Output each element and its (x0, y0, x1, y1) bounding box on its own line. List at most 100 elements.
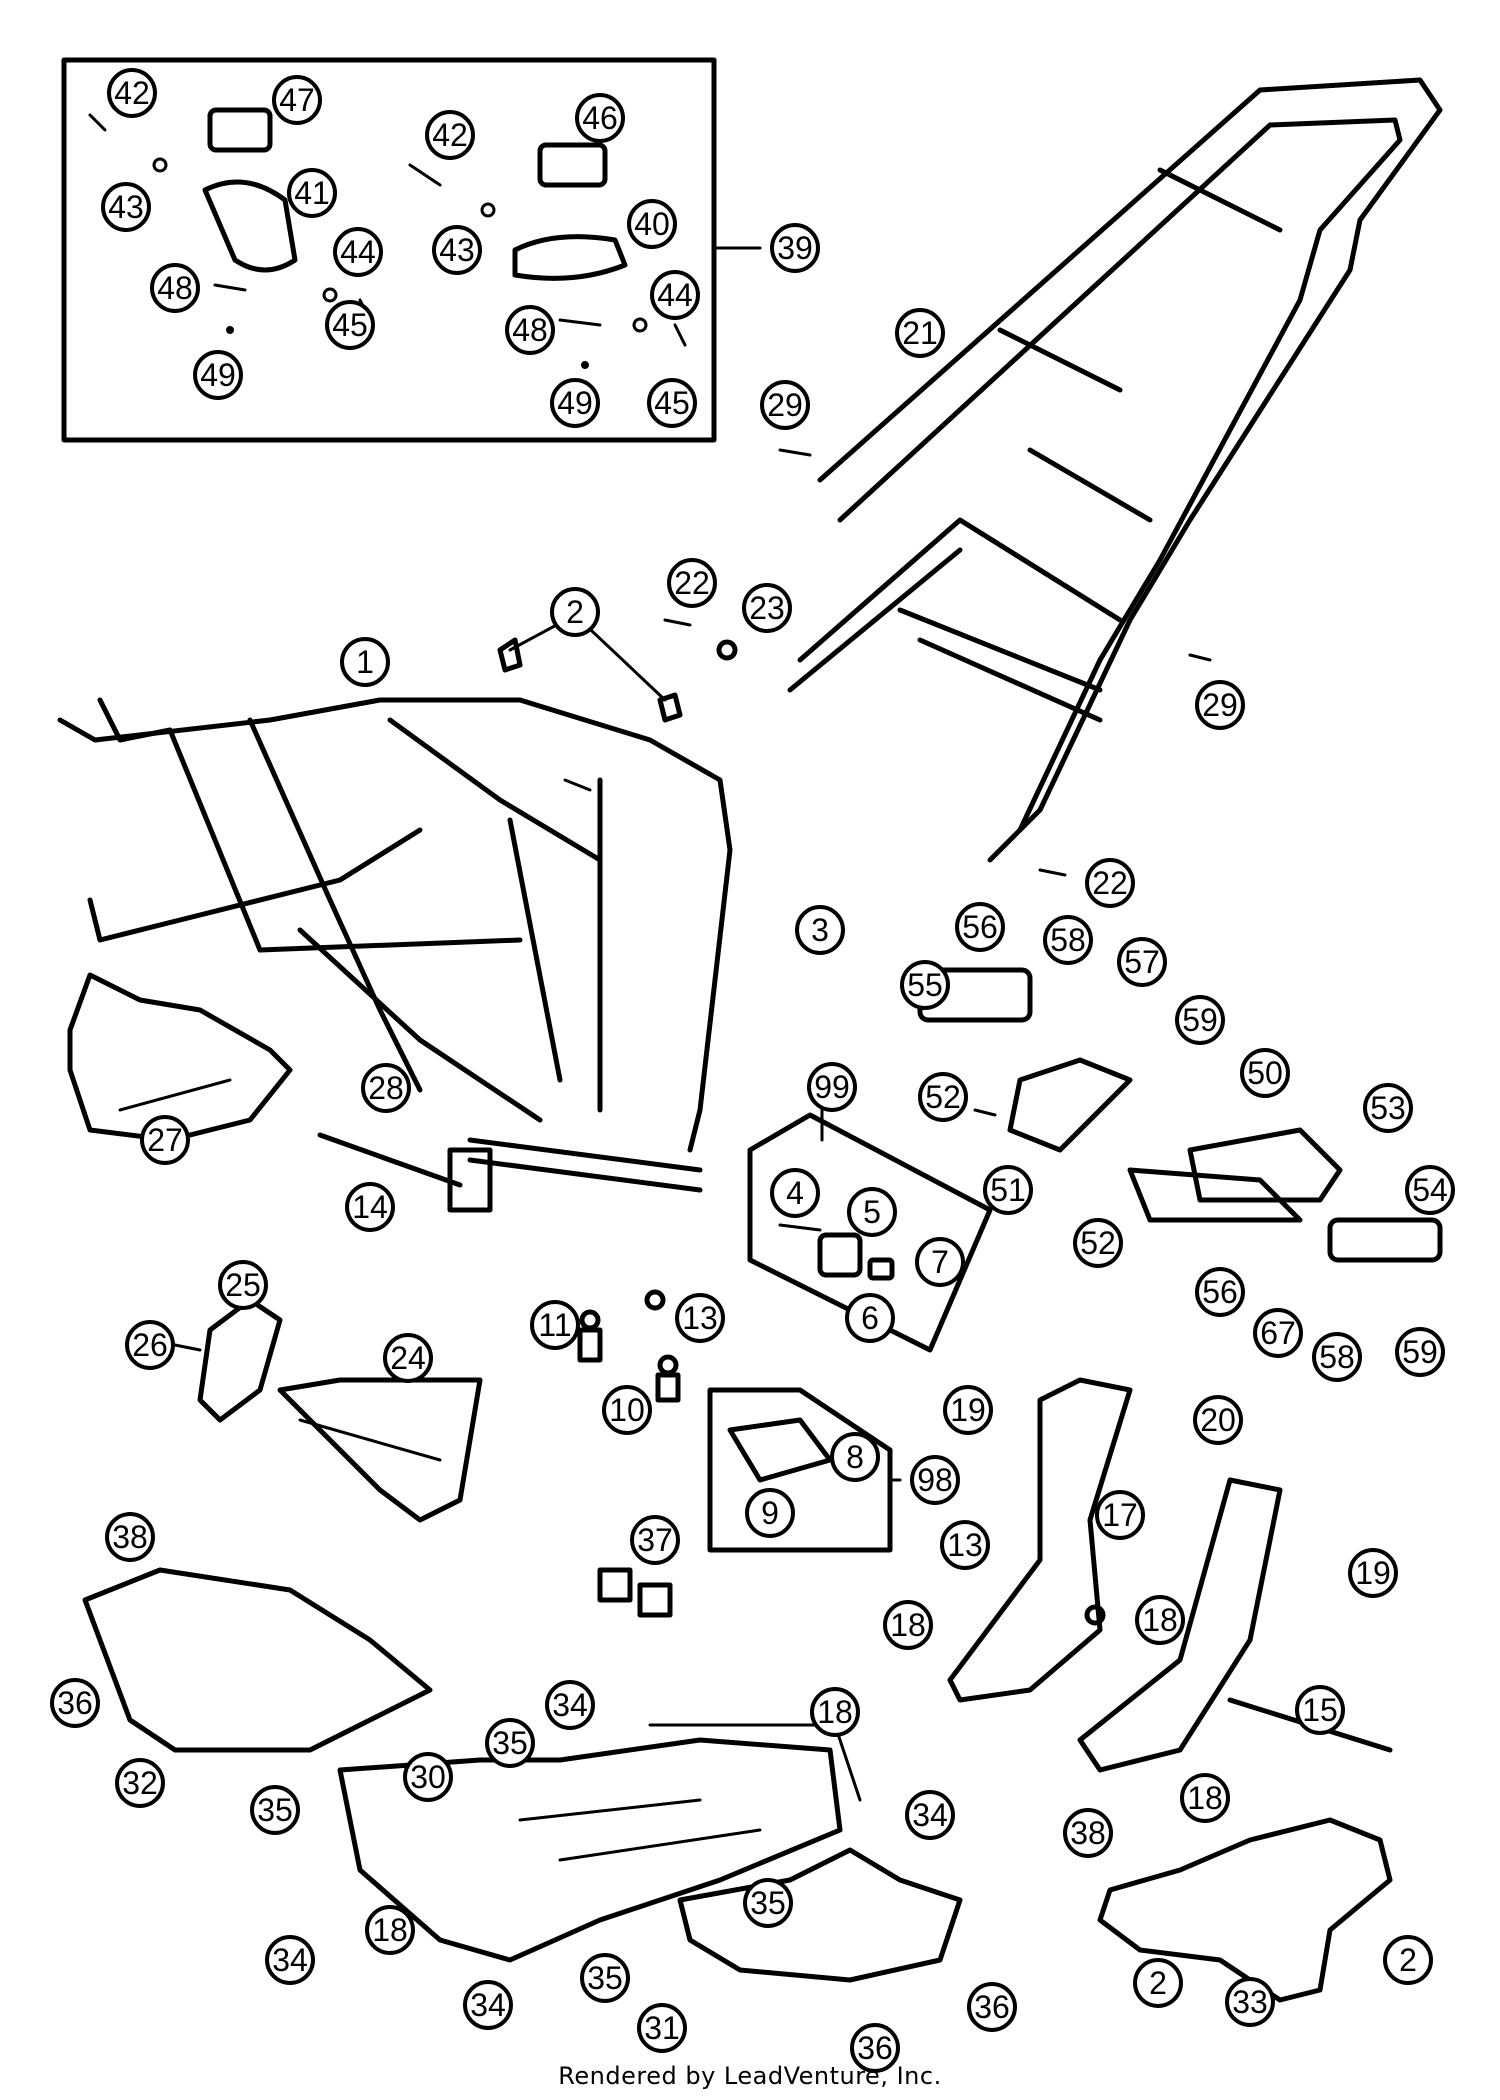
callout-47[interactable]: 47 (272, 75, 322, 125)
callout-34-b[interactable]: 34 (905, 1790, 955, 1840)
callout-55[interactable]: 55 (900, 960, 950, 1010)
callout-27[interactable]: 27 (140, 1115, 190, 1165)
callout-44-b[interactable]: 44 (650, 270, 700, 320)
callout-32[interactable]: 32 (115, 1758, 165, 1808)
callout-14[interactable]: 14 (345, 1182, 395, 1232)
callout-99[interactable]: 99 (807, 1062, 857, 1112)
callout-59-a[interactable]: 59 (1175, 995, 1225, 1045)
callout-26[interactable]: 26 (125, 1320, 175, 1370)
callout-13-a[interactable]: 13 (675, 1293, 725, 1343)
callout-31[interactable]: 31 (637, 2003, 687, 2053)
small-bolts-drawing (497, 448, 1212, 877)
callout-35-d[interactable]: 35 (580, 1953, 630, 2003)
callout-21[interactable]: 21 (895, 308, 945, 358)
callout-49-b[interactable]: 49 (550, 378, 600, 428)
callout-19-b[interactable]: 19 (1348, 1548, 1398, 1598)
callout-38-a[interactable]: 38 (105, 1512, 155, 1562)
callout-28[interactable]: 28 (361, 1063, 411, 1113)
callout-5[interactable]: 5 (847, 1187, 897, 1237)
callout-6[interactable]: 6 (845, 1293, 895, 1343)
callout-29-b[interactable]: 29 (1195, 680, 1245, 730)
callout-44-a[interactable]: 44 (333, 227, 383, 277)
callout-9[interactable]: 9 (745, 1488, 795, 1538)
callout-30[interactable]: 30 (403, 1752, 453, 1802)
callout-45-a[interactable]: 45 (325, 300, 375, 350)
svg-text:18: 18 (890, 1607, 926, 1643)
svg-text:53: 53 (1370, 1090, 1406, 1126)
svg-text:55: 55 (907, 967, 943, 1003)
callout-48-b[interactable]: 48 (505, 305, 555, 355)
svg-text:22: 22 (674, 565, 710, 601)
callout-35-c[interactable]: 35 (743, 1878, 793, 1928)
callout-23[interactable]: 23 (742, 583, 792, 633)
callout-25[interactable]: 25 (218, 1260, 268, 1310)
callout-45-b[interactable]: 45 (647, 378, 697, 428)
callout-36-c[interactable]: 36 (850, 2023, 900, 2073)
callout-35-a[interactable]: 35 (485, 1718, 535, 1768)
callout-4[interactable]: 4 (770, 1168, 820, 1218)
callout-42-a[interactable]: 42 (107, 68, 157, 118)
callout-10[interactable]: 10 (602, 1385, 652, 1435)
callout-18-d[interactable]: 18 (1180, 1773, 1230, 1823)
callout-41[interactable]: 41 (287, 168, 337, 218)
callout-24[interactable]: 24 (383, 1333, 433, 1383)
callout-67[interactable]: 67 (1253, 1308, 1303, 1358)
callout-59-b[interactable]: 59 (1395, 1327, 1445, 1377)
callout-58-a[interactable]: 58 (1043, 915, 1093, 965)
callout-7[interactable]: 7 (915, 1237, 965, 1287)
callout-52-a[interactable]: 52 (918, 1072, 968, 1122)
callout-29-a[interactable]: 29 (760, 380, 810, 430)
svg-text:44: 44 (657, 277, 693, 313)
callout-58-b[interactable]: 58 (1312, 1332, 1362, 1382)
svg-text:18: 18 (817, 1694, 853, 1730)
callout-22-b[interactable]: 22 (1085, 858, 1135, 908)
callout-34-d[interactable]: 34 (463, 1980, 513, 2030)
callout-1[interactable]: 1 (340, 637, 390, 687)
callout-43-b[interactable]: 43 (432, 225, 482, 275)
callout-18-a[interactable]: 18 (883, 1600, 933, 1650)
callout-17[interactable]: 17 (1095, 1490, 1145, 1540)
callout-18-e[interactable]: 18 (365, 1905, 415, 1955)
callout-2-c[interactable]: 2 (1383, 1935, 1433, 1985)
callout-34-c[interactable]: 34 (265, 1935, 315, 1985)
callout-38-b[interactable]: 38 (1063, 1808, 1113, 1858)
callout-56-a[interactable]: 56 (955, 902, 1005, 952)
callout-49-a[interactable]: 49 (193, 350, 243, 400)
callout-22-a[interactable]: 22 (667, 558, 717, 608)
callout-19-a[interactable]: 19 (943, 1385, 993, 1435)
svg-text:56: 56 (1202, 1274, 1238, 1310)
callout-2-a[interactable]: 2 (550, 587, 600, 637)
callout-2-b[interactable]: 2 (1133, 1958, 1183, 2008)
callout-43-a[interactable]: 43 (101, 182, 151, 232)
main-frame-drawing (57, 697, 733, 1213)
inset-99-box (747, 1112, 993, 1353)
callout-54[interactable]: 54 (1405, 1165, 1455, 1215)
callout-51[interactable]: 51 (983, 1165, 1033, 1215)
callout-42-b[interactable]: 42 (425, 110, 475, 160)
callout-36-a[interactable]: 36 (50, 1678, 100, 1728)
svg-text:35: 35 (587, 1960, 623, 1996)
callout-53[interactable]: 53 (1363, 1083, 1413, 1133)
callout-18-b[interactable]: 18 (1135, 1595, 1185, 1645)
callout-15[interactable]: 15 (1295, 1685, 1345, 1735)
callout-50[interactable]: 50 (1240, 1048, 1290, 1098)
callout-3[interactable]: 3 (795, 905, 845, 955)
callout-13-b[interactable]: 13 (940, 1520, 990, 1570)
callout-56-b[interactable]: 56 (1195, 1267, 1245, 1317)
callout-52-b[interactable]: 52 (1073, 1218, 1123, 1268)
callout-35-b[interactable]: 35 (250, 1785, 300, 1835)
callout-18-c[interactable]: 18 (810, 1687, 860, 1737)
callout-39[interactable]: 39 (770, 223, 820, 273)
callout-20[interactable]: 20 (1193, 1395, 1243, 1445)
callout-8[interactable]: 8 (830, 1432, 880, 1482)
callout-48-a[interactable]: 48 (150, 263, 200, 313)
callout-40[interactable]: 40 (627, 199, 677, 249)
callout-33[interactable]: 33 (1225, 1977, 1275, 2027)
callout-57[interactable]: 57 (1117, 937, 1167, 987)
callout-11[interactable]: 11 (530, 1300, 580, 1350)
callout-98[interactable]: 98 (910, 1455, 960, 1505)
callout-46[interactable]: 46 (575, 93, 625, 143)
callout-34-a[interactable]: 34 (545, 1680, 595, 1730)
callout-36-b[interactable]: 36 (967, 1982, 1017, 2032)
callout-37[interactable]: 37 (630, 1515, 680, 1565)
